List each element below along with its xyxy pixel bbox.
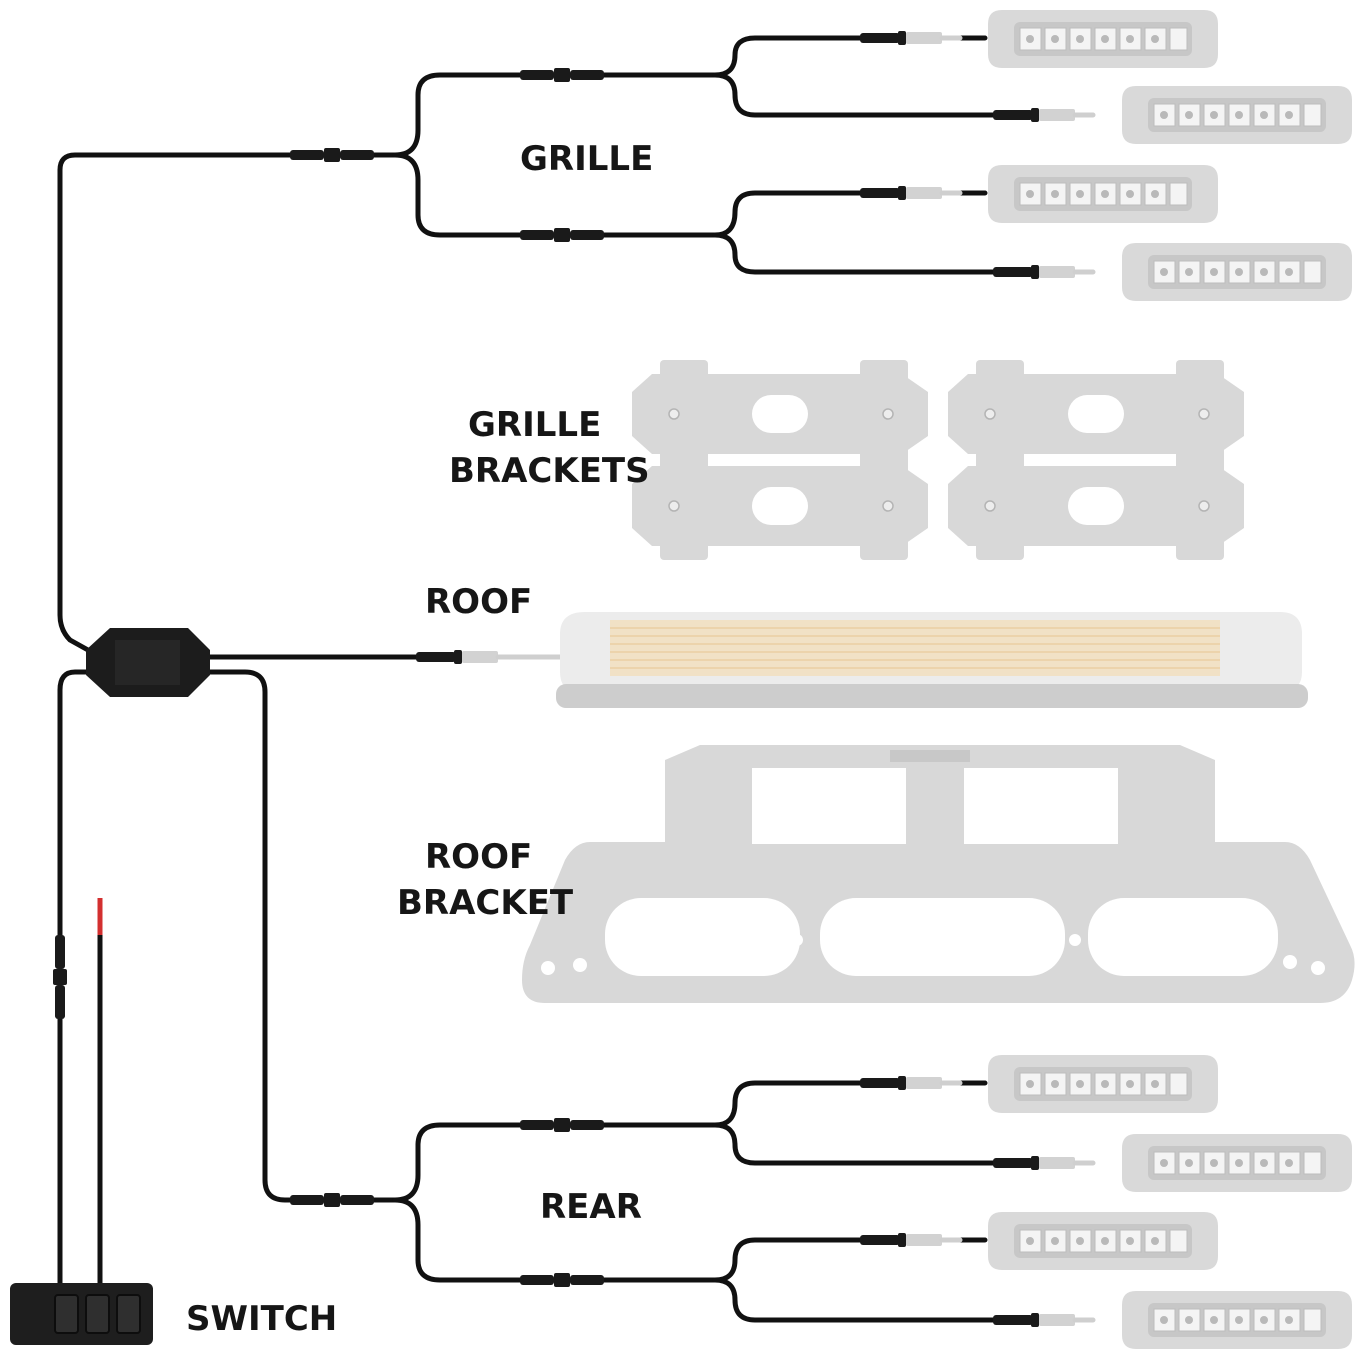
roof-light-bar: [556, 612, 1308, 708]
harness-wires: [57, 35, 1043, 1323]
switch-button-3[interactable]: [116, 1294, 141, 1334]
grille-brackets-label-line1: GRILLE: [468, 405, 601, 445]
roof-label: ROOF: [425, 582, 532, 622]
switch-button-2[interactable]: [85, 1294, 110, 1334]
switch-panel[interactable]: [10, 1283, 153, 1345]
switch-label: SWITCH: [186, 1299, 337, 1339]
grille-lights: [860, 9, 1353, 302]
junction-box: [86, 628, 210, 697]
rear-label: REAR: [540, 1187, 642, 1227]
roof-connector: [416, 650, 563, 664]
rear-lights: [860, 1054, 1353, 1350]
roof-bracket: [522, 745, 1355, 1003]
grille-label: GRILLE: [520, 139, 653, 179]
roof-bracket-label-line1: ROOF: [425, 837, 532, 877]
grille-brackets-label-line2: BRACKETS: [449, 451, 650, 491]
switch-button-1[interactable]: [54, 1294, 79, 1334]
grille-brackets: [631, 359, 1245, 561]
roof-bracket-label-line2: BRACKET: [397, 883, 574, 923]
